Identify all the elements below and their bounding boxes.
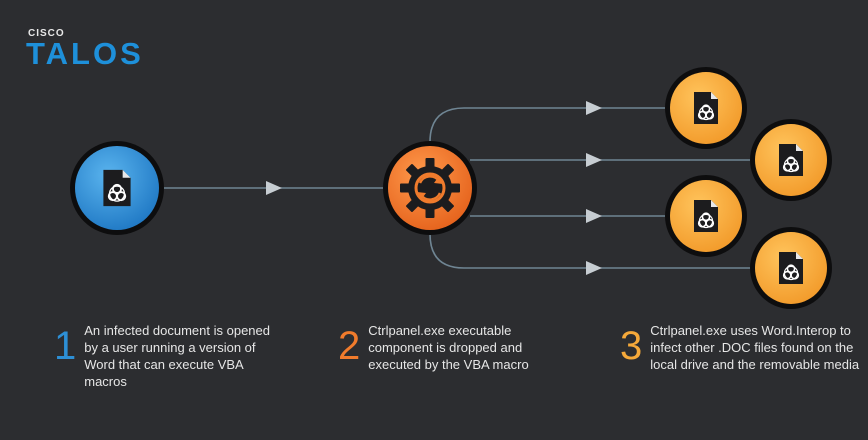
gear-icon: [400, 158, 460, 218]
step-3-description: Ctrlpanel.exe uses Word.Interop to infec…: [650, 323, 860, 372]
step-2: 2 Ctrlpanel.exe executable component is …: [338, 322, 548, 373]
talos-logo: CISCO TALOS: [26, 28, 144, 71]
step-1-number: 1: [54, 324, 77, 368]
logo-talos-text: TALOS: [26, 36, 144, 71]
biohazard-document-icon: [778, 251, 804, 285]
source-document-node: [70, 141, 164, 235]
dropper-gear-node: [383, 141, 477, 235]
step-2-description: Ctrlpanel.exe executable component is dr…: [368, 323, 529, 372]
arrow-target-1-icon: [586, 101, 602, 115]
arrowheads: [266, 101, 602, 275]
step-1-description: An infected document is opened by a user…: [84, 323, 270, 389]
target-document-node-2: [750, 119, 832, 201]
arrow-target-4-icon: [586, 261, 602, 275]
connector-to-target-1: [429, 107, 668, 143]
biohazard-document-icon: [778, 143, 804, 177]
step-3-number: 3: [620, 324, 643, 368]
step-2-number: 2: [338, 324, 361, 368]
target-document-node-1: [665, 67, 747, 149]
step-3: 3 Ctrlpanel.exe uses Word.Interop to inf…: [620, 322, 868, 373]
connector-to-target-4: [429, 233, 753, 269]
arrow-target-3-icon: [586, 209, 602, 223]
arrow-target-2-icon: [586, 153, 602, 167]
target-document-node-4: [750, 227, 832, 309]
step-1: 1 An infected document is opened by a us…: [54, 322, 284, 390]
arrow-source-icon: [266, 181, 282, 195]
logo-cisco-text: CISCO: [28, 28, 65, 39]
biohazard-document-icon: [102, 168, 132, 208]
biohazard-document-icon: [693, 91, 719, 125]
biohazard-document-icon: [693, 199, 719, 233]
target-document-node-3: [665, 175, 747, 257]
